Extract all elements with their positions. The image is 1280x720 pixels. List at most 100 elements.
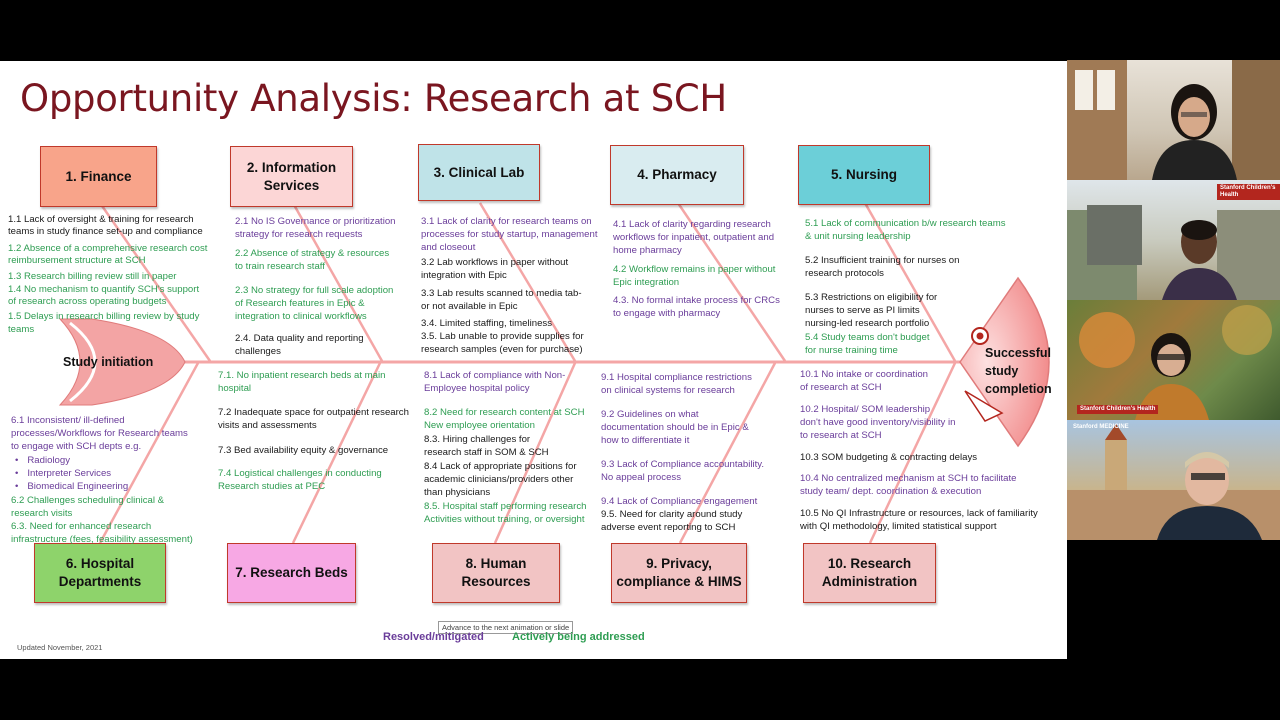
category-information-services: 2. Information Services	[230, 146, 353, 207]
admin-item: study team/ dept. coordination & executi…	[800, 486, 982, 497]
lab-item: integration with Epic	[421, 270, 507, 281]
is-item: strategy for research requests	[235, 229, 363, 240]
is-item: to train research staff	[235, 261, 325, 272]
admin-item: of research at SCH	[800, 382, 882, 393]
pharmacy-item: home pharmacy	[613, 245, 682, 256]
pharmacy-item: 4.2 Workflow remains in paper without	[613, 264, 776, 275]
privacy-item: 9.3 Lack of Compliance accountability.	[601, 459, 765, 470]
bone-nursing	[863, 202, 957, 362]
presentation-slide: Opportunity Analysis: Research at SCH 1.…	[0, 61, 1067, 659]
depts-item: Radiology	[15, 455, 70, 467]
next-slide-tooltip: Advance to the next animation or slide	[438, 621, 574, 634]
legend-resolved: Resolved/mitigated	[383, 631, 484, 643]
hr-item: research staff in SOM & SCH	[424, 447, 549, 458]
bone-depts	[98, 362, 200, 544]
is-item: 2.1 No IS Governance or prioritization	[235, 216, 396, 227]
privacy-item: adverse event reporting to SCH	[601, 522, 736, 533]
participant-video	[1067, 205, 1280, 300]
depts-item: Biomedical Engineering	[15, 481, 128, 493]
fish-tail-curve	[69, 321, 97, 403]
legend-addressed: Actively being addressed	[512, 631, 645, 643]
depts-item: research visits	[11, 508, 73, 519]
admin-item: don't have good inventory/visibility in	[800, 417, 956, 428]
video-tile-participant-3[interactable]: Stanford Children's Health	[1067, 300, 1280, 420]
admin-item: with QI methodology, limited statistical…	[800, 521, 997, 532]
category-human-resources: 8. Human Resources	[432, 543, 560, 603]
category-research-beds: 7. Research Beds	[227, 543, 356, 603]
lab-item: processes for study startup, management	[421, 229, 598, 240]
video-tile-participant-2[interactable]: Stanford Children's Health	[1067, 180, 1280, 300]
depts-item: infrastructure (fees, feasibility assess…	[11, 534, 193, 545]
hr-item: 8.1 Lack of compliance with Non-	[424, 370, 566, 381]
finance-item: teams in study finance set-up and compli…	[8, 226, 203, 237]
lab-item: 3.4. Limited staffing, timeliness	[421, 318, 553, 329]
participant-video	[1079, 305, 1272, 420]
beds-item: visits and assessments	[218, 420, 317, 431]
pharmacy-item: to engage with pharmacy	[613, 308, 721, 319]
nursing-item: 5.2 Insufficient training for nurses on	[805, 255, 960, 266]
privacy-item: on clinical systems for research	[601, 385, 735, 396]
stanford-childrens-logo: Stanford Children's Health	[1077, 405, 1159, 414]
privacy-item: No appeal process	[601, 472, 681, 483]
hr-item: 8.3. Hiring challenges for	[424, 434, 531, 445]
pharmacy-item: Epic integration	[613, 277, 680, 288]
category-finance: 1. Finance	[40, 146, 157, 207]
depts-item: to engage with SCH depts e.g.	[11, 441, 142, 452]
depts-item: Interpreter Services	[15, 468, 111, 480]
category-clinical-lab: 3. Clinical Lab	[418, 144, 540, 201]
finance-item: of research across operating budgets	[8, 296, 167, 307]
bone-beds	[291, 362, 382, 544]
admin-item: 10.3 SOM budgeting & contracting delays	[800, 452, 978, 463]
nursing-item: & unit nursing leadership	[805, 231, 911, 242]
lab-item: 3.2 Lab workflows in paper without	[421, 257, 569, 268]
admin-item: 10.5 No QI Infrastructure or resources, …	[800, 508, 1038, 519]
category-research-administration: 10. Research Administration	[803, 543, 936, 603]
finance-item: reimbursement structure at SCH	[8, 255, 146, 266]
lab-item: 3.5. Lab unable to provide supplies for	[421, 331, 584, 342]
updated-date: Updated November, 2021	[17, 643, 103, 652]
pharmacy-item: workflows for inpatient, outpatient and	[613, 232, 775, 243]
beds-item: hospital	[218, 383, 252, 394]
is-item: challenges	[235, 346, 281, 357]
privacy-item: 9.1 Hospital compliance restrictions	[601, 372, 752, 383]
pharmacy-item: 4.3. No formal intake process for CRCs	[613, 295, 780, 306]
admin-item: 10.1 No intake or coordination	[800, 369, 928, 380]
category-hospital-departments: 6. Hospital Departments	[34, 543, 166, 603]
depts-item: processes/Workflows for Research teams	[11, 428, 188, 439]
video-tile-participant-1[interactable]	[1067, 60, 1280, 180]
fish-head	[959, 276, 1050, 448]
depts-item: 6.3. Need for enhanced research	[11, 521, 152, 532]
bone-privacy	[678, 362, 777, 544]
fish-tail	[58, 318, 186, 406]
nursing-item: research protocols	[805, 268, 884, 279]
is-item: of Research features in Epic &	[235, 298, 365, 309]
nursing-item: 5.3 Restrictions on eligibility for	[805, 292, 938, 303]
admin-item: 10.2 Hospital/ SOM leadership	[800, 404, 931, 415]
bone-lab	[478, 202, 577, 362]
participant-video	[1067, 424, 1280, 540]
admin-item: to research at SCH	[800, 430, 882, 441]
beds-item: Research studies at PEC	[218, 481, 326, 492]
successful-completion-label: Successful study completion	[985, 346, 1052, 396]
category-privacy-compliance-hims: 9. Privacy, compliance & HIMS	[611, 543, 747, 603]
lab-item: 3.1 Lack of clarity for research teams o…	[421, 216, 592, 227]
lab-item: or not available in Epic	[421, 301, 518, 312]
finance-item: 1.1 Lack of oversight & training for res…	[8, 214, 194, 225]
bone-admin	[868, 362, 957, 544]
admin-item: 10.4 No centralized mechanism at SCH to …	[800, 473, 1017, 484]
privacy-item: how to differentiate it	[601, 435, 690, 446]
depts-item: 6.2 Challenges scheduling clinical &	[11, 495, 165, 506]
hr-item: Activities without training, or oversigh…	[424, 514, 585, 525]
hr-item: 8.4 Lack of appropriate positions for	[424, 461, 577, 472]
nursing-item: 5.4 Study teams don't budget	[805, 332, 930, 343]
slide-title: Opportunity Analysis: Research at SCH	[20, 77, 727, 120]
lab-item: 3.3 Lab results scanned to media tab-	[421, 288, 582, 299]
finance-item: 1.2 Absence of a comprehensive research …	[8, 243, 208, 254]
nursing-item: 5.1 Lack of communication b/w research t…	[805, 218, 1006, 229]
beds-item: 7.2 Inadequate space for outpatient rese…	[218, 407, 409, 418]
participant-video	[1067, 60, 1280, 180]
video-tile-participant-4[interactable]: Stanford MEDICINE	[1067, 420, 1280, 540]
category-pharmacy: 4. Pharmacy	[610, 145, 744, 205]
lab-item: and closeout	[421, 242, 476, 253]
bone-hr	[493, 362, 577, 544]
